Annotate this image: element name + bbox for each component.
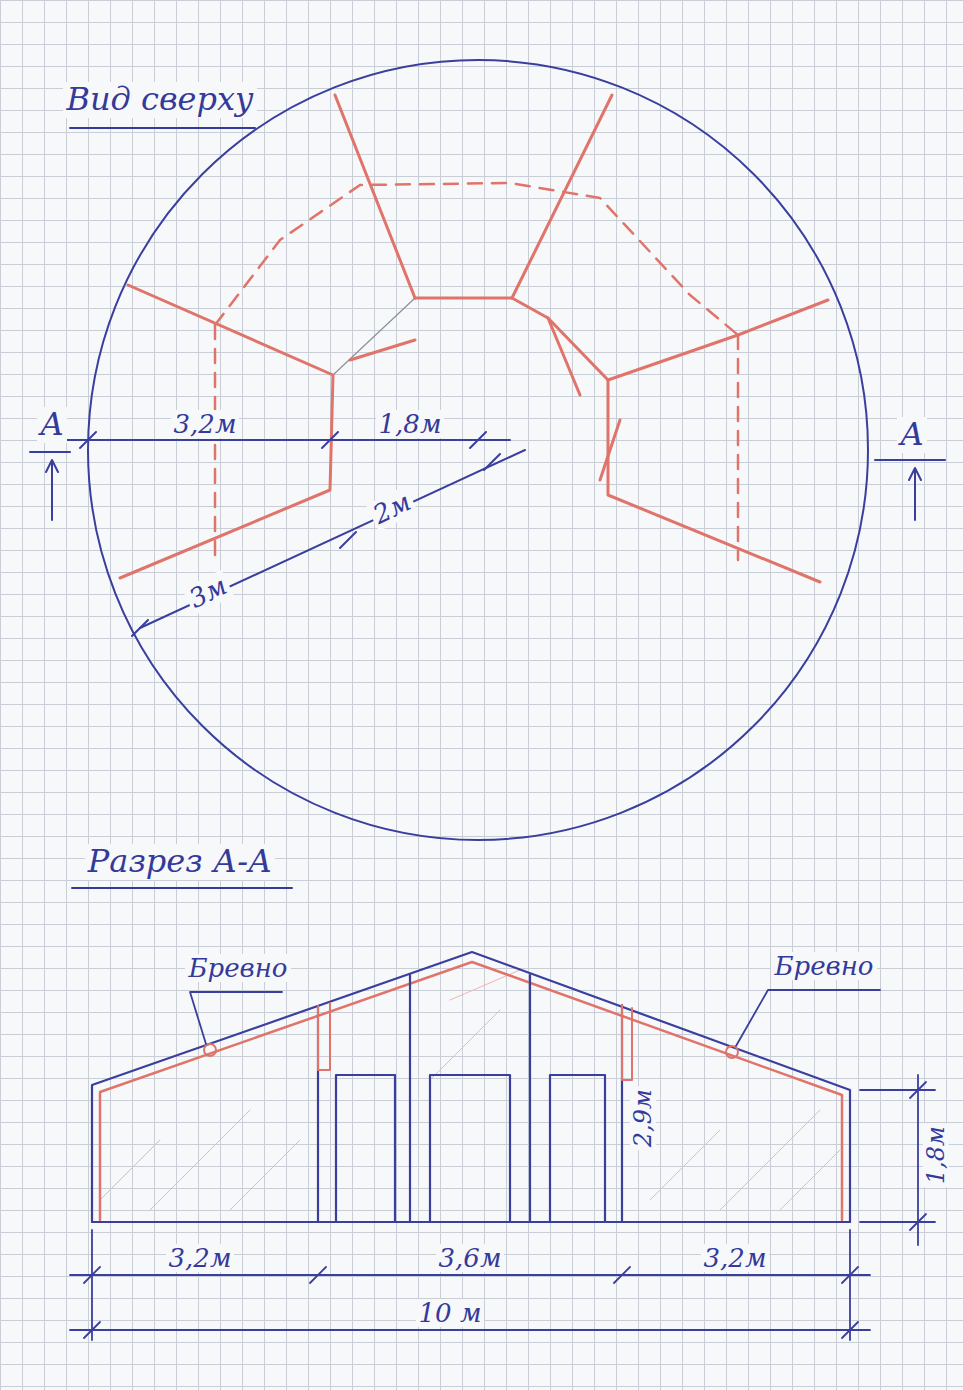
dimension: 3,2м (701, 1244, 770, 1273)
dimension: 2м (366, 485, 418, 530)
view-title: Вид сверху (63, 82, 256, 117)
dimension: 1,8м (376, 410, 445, 439)
dimension: 3,2м (166, 1244, 235, 1273)
section-title: Разрез А-А (85, 844, 275, 879)
section-mark: А (37, 407, 67, 442)
dimension: 1,8м (923, 1123, 949, 1187)
part-label: Бревно (771, 952, 876, 981)
part-label: Бревно (185, 954, 290, 983)
section-mark: А (897, 417, 927, 452)
dimension: 10 м (416, 1299, 485, 1328)
dimension: 3м (182, 569, 234, 614)
dimension: 3,2м (171, 410, 240, 439)
dimension: 3,6м (436, 1244, 505, 1273)
dimension: 2,9м (630, 1086, 656, 1150)
